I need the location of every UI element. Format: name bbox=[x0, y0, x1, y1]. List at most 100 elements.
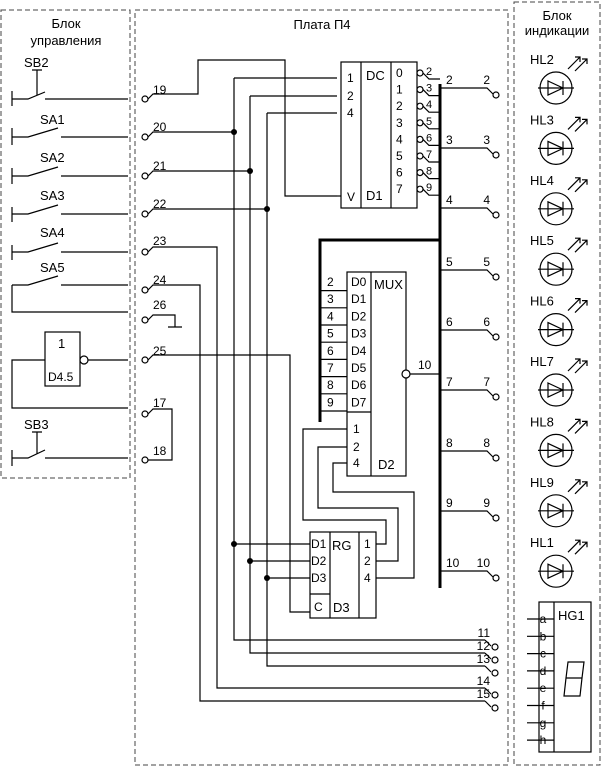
decoder-d1-output-wire bbox=[422, 122, 440, 130]
bus-tap-wire bbox=[440, 207, 494, 215]
right-terminal-label-3: 3 bbox=[483, 133, 490, 147]
pin-24 bbox=[141, 284, 485, 702]
led-label-hl9: HL9 bbox=[530, 475, 554, 490]
right-terminal bbox=[492, 454, 500, 462]
led-label-hl3: HL3 bbox=[530, 112, 554, 127]
led-hl6 bbox=[538, 298, 588, 347]
mux-d2-input-d1: D1 bbox=[351, 292, 367, 306]
led-hl9 bbox=[538, 479, 588, 528]
inverter-d45-function: 1 bbox=[58, 336, 65, 351]
bus-tap-label-7: 7 bbox=[446, 375, 453, 389]
led-hl4 bbox=[538, 177, 588, 226]
mux-d2 bbox=[346, 271, 440, 477]
mux-d2-input-wire-label: 8 bbox=[327, 378, 334, 392]
led-hl7 bbox=[538, 358, 588, 407]
switch-sa1 bbox=[11, 127, 128, 145]
register-d3-ref: D3 bbox=[333, 600, 350, 615]
switch-sa2-label: SA2 bbox=[40, 150, 65, 165]
bus-tap-wire bbox=[440, 389, 494, 397]
bottom-terminal bbox=[491, 656, 499, 664]
right-terminal-label-8: 8 bbox=[483, 436, 490, 450]
bus-tap-wire bbox=[440, 329, 494, 337]
bus-tap-label-8: 8 bbox=[446, 436, 453, 450]
decoder-d1-output-wire bbox=[422, 89, 440, 97]
bus-tap-wire bbox=[440, 147, 494, 155]
bus-tap-label-3: 3 bbox=[446, 133, 453, 147]
decoder-d1-output-bubble bbox=[416, 119, 424, 127]
decoder-d1-output-wire bbox=[422, 155, 440, 163]
mux-d2-input-d0: D0 bbox=[351, 275, 367, 289]
register-d3-output-1: 1 bbox=[364, 537, 371, 551]
decoder-d1 bbox=[337, 61, 418, 209]
switch-sa5-label: SA5 bbox=[40, 260, 65, 275]
bottom-terminal-label-14: 14 bbox=[477, 674, 491, 688]
right-terminal bbox=[492, 273, 500, 281]
bottom-terminal-label-12: 12 bbox=[477, 639, 491, 653]
switch-sb2-label: SB2 bbox=[24, 55, 49, 70]
led-label-hl8: HL8 bbox=[530, 414, 554, 429]
switch-sa3-label: SA3 bbox=[40, 188, 65, 203]
register-d3-input-d1: D1 bbox=[311, 537, 327, 551]
decoder-d1-output-bubble bbox=[416, 152, 424, 160]
bottom-terminal bbox=[491, 704, 499, 712]
decoder-d1-output-bubble bbox=[416, 135, 424, 143]
pin-24-label: 24 bbox=[153, 273, 167, 287]
pin-20 bbox=[141, 77, 485, 641]
pin-17-label: 17 bbox=[153, 396, 167, 410]
mux-d2-input-wire-label: 2 bbox=[327, 275, 334, 289]
right-terminal-label-10: 10 bbox=[477, 556, 491, 570]
led-hl8 bbox=[538, 418, 588, 467]
mux-d2-addr-inputs: 124 bbox=[353, 422, 360, 470]
decoder-d1-output-bubble bbox=[416, 69, 424, 77]
bottom-terminal-label-15: 15 bbox=[477, 687, 491, 701]
switch-sa1-label: SA1 bbox=[40, 112, 65, 127]
decoder-d1-output-wire-label: 2 bbox=[426, 66, 432, 78]
bottom-terminal-wire bbox=[484, 652, 492, 660]
bus-tap-label-6: 6 bbox=[446, 315, 453, 329]
decoder-d1-input-1: 1 bbox=[347, 71, 354, 85]
decoder-d1-output-wire bbox=[422, 188, 440, 196]
hg1-segment-label-d: d bbox=[540, 664, 547, 678]
register-d3-output-4: 4 bbox=[364, 571, 371, 585]
decoder-d1-output-bubble bbox=[416, 102, 424, 110]
pin-21-label: 21 bbox=[153, 159, 167, 173]
led-label-hl4: HL4 bbox=[530, 173, 554, 188]
pin-22 bbox=[141, 112, 485, 667]
hg1-segment-label-c: c bbox=[540, 647, 546, 661]
switch-sb2 bbox=[11, 69, 128, 106]
led-hl3 bbox=[538, 116, 588, 165]
bottom-terminal-wire bbox=[484, 700, 492, 708]
pin-23-label: 23 bbox=[153, 234, 167, 248]
bus-tap-wire bbox=[440, 510, 494, 518]
mux-d2-input-d7: D7 bbox=[351, 395, 367, 409]
right-terminal bbox=[492, 574, 500, 582]
mux-d2-out-wire: 10 bbox=[418, 358, 432, 372]
pin-20-label: 20 bbox=[153, 120, 167, 134]
pin-26-label: 26 bbox=[153, 298, 167, 312]
right-terminal bbox=[492, 393, 500, 401]
bottom-terminal bbox=[491, 691, 499, 699]
hg1-segment-label-g: g bbox=[540, 716, 547, 730]
right-terminal bbox=[492, 91, 500, 99]
pin-25-label: 25 bbox=[153, 344, 167, 358]
decoder-d1-output-wire-label: 7 bbox=[426, 149, 432, 161]
decoder-d1-output-3: 3 bbox=[396, 116, 403, 130]
pin-26 bbox=[141, 314, 182, 328]
bus-tap-wire bbox=[440, 87, 494, 95]
right-terminal-label-4: 4 bbox=[483, 193, 490, 207]
bottom-terminal bbox=[491, 669, 499, 677]
decoder-d1-input-4: 4 bbox=[347, 106, 354, 120]
decoder-d1-output-wire bbox=[422, 138, 440, 146]
switch-sa5 bbox=[11, 275, 128, 313]
bottom-terminal bbox=[491, 643, 499, 651]
hg1-segment-label-b: b bbox=[540, 629, 547, 643]
right-terminal bbox=[492, 514, 500, 522]
decoder-d1-inputs: 124 bbox=[347, 71, 354, 120]
control-block-title-2: управления bbox=[31, 33, 102, 48]
decoder-d1-output-wire bbox=[422, 172, 440, 180]
decoder-d1-output-wire-label: 5 bbox=[426, 116, 432, 128]
mux-d2-addr-1: 1 bbox=[353, 422, 360, 436]
